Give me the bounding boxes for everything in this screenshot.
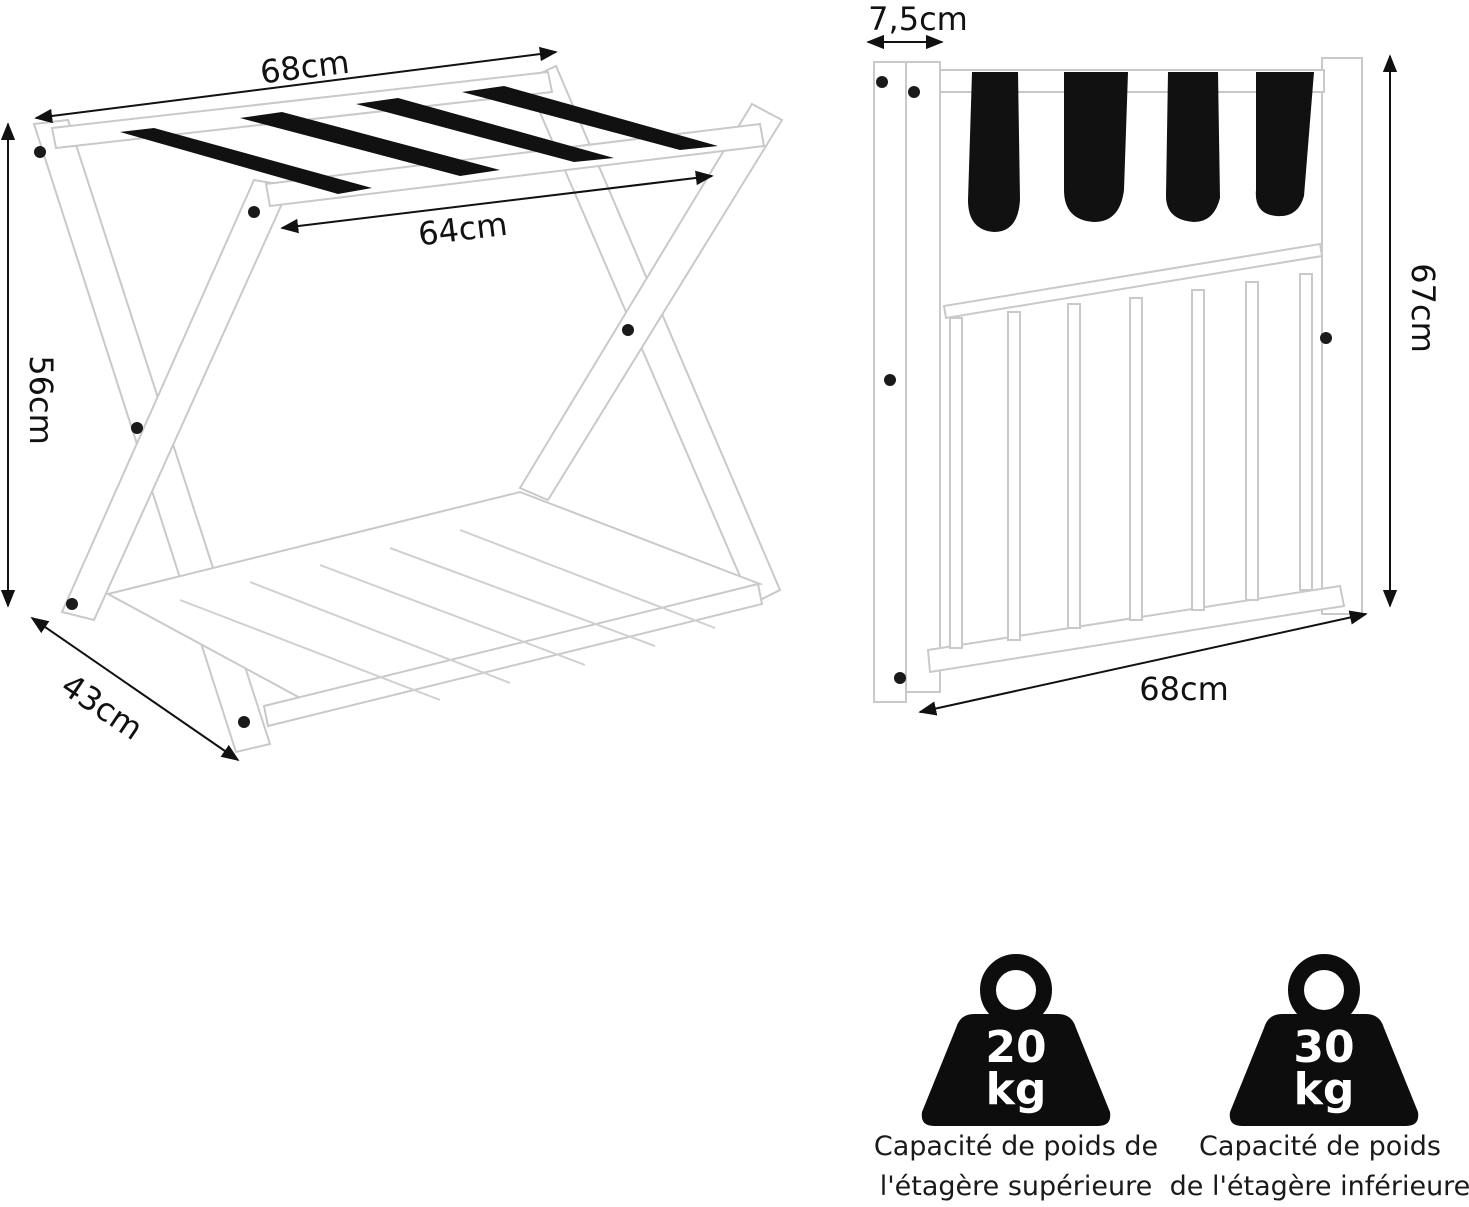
hanging-straps xyxy=(968,72,1314,232)
folded-top-rail xyxy=(939,69,1325,93)
folded-shelf-slats xyxy=(949,273,1313,649)
caption-upper-shelf: Capacité de poids de l'étagère supérieur… xyxy=(856,1127,1176,1207)
label-inner-width: 64cm xyxy=(416,205,509,254)
bottom-shelf xyxy=(105,490,764,728)
weight-icon-lower: 30 kg xyxy=(1229,954,1419,1126)
folded-leg-inner xyxy=(905,61,941,693)
label-top-width: 68cm xyxy=(258,43,351,92)
label-folded-height: 67cm xyxy=(1404,263,1442,352)
label-folded-width: 68cm xyxy=(1139,670,1228,708)
weight-lower-value: 30 xyxy=(1293,1022,1354,1073)
weight-upper-unit: kg xyxy=(986,1064,1047,1115)
label-thickness: 7,5cm xyxy=(868,0,968,38)
caption-lower-line1: Capacité de poids xyxy=(1199,1131,1441,1162)
back-leg-b xyxy=(518,102,784,502)
weight-upper-value: 20 xyxy=(985,1022,1046,1073)
label-height: 56cm xyxy=(22,355,60,444)
folded-shelf-top xyxy=(942,242,1324,320)
caption-lower-shelf: Capacité de poids de l'étagère inférieur… xyxy=(1160,1127,1469,1207)
caption-upper-line1: Capacité de poids de xyxy=(873,1131,1159,1162)
folded-rack-illustration: 7,5cm 67cm 68cm xyxy=(866,0,1442,716)
weight-lower-unit: kg xyxy=(1294,1064,1355,1115)
caption-upper-line2: l'étagère supérieure xyxy=(879,1171,1153,1202)
label-depth: 43cm xyxy=(54,666,149,748)
open-rack-illustration: 68cm 64cm 56cm 43cm xyxy=(0,43,784,762)
weight-icon-upper: 20 kg xyxy=(921,954,1111,1126)
caption-lower-line2: de l'étagère inférieure xyxy=(1169,1171,1469,1202)
